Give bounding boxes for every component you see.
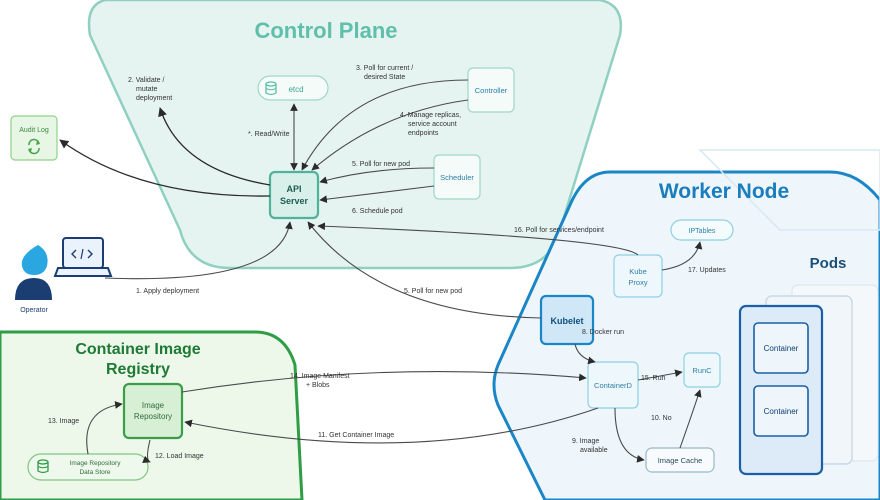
pods-title: Pods <box>810 255 847 272</box>
step-updates: 17. Updates <box>688 267 726 274</box>
user-avatar-icon <box>15 245 52 300</box>
step-scheduler-poll: 5. Poll for new pod <box>352 161 410 168</box>
containerd-label: ContainerD <box>594 381 633 390</box>
step-get-container-image: 11. Get Container Image <box>318 432 394 439</box>
kube-proxy-label-line1: Kube <box>629 267 647 276</box>
arrow-get-container-image <box>184 407 599 444</box>
kubelet-node[interactable]: Kubelet <box>539 294 595 346</box>
iptables-node[interactable]: IPTables <box>670 219 734 241</box>
registry-title-line1: Container Image <box>75 341 200 358</box>
controller-label: Controller <box>475 86 508 95</box>
data-store-node[interactable]: Image Repository Data Store <box>27 453 149 481</box>
step-image-available-line1: 9. Image <box>572 438 599 445</box>
image-cache-node[interactable]: Image Cache <box>645 447 715 473</box>
arrow-image-return <box>86 401 123 455</box>
arrow-poll-current-state <box>301 79 469 171</box>
operator-label: Operator <box>20 307 48 314</box>
kube-proxy-label-line2: Proxy <box>628 278 647 287</box>
image-cache-label: Image Cache <box>658 456 703 465</box>
image-repository-node[interactable]: Image Repository <box>122 382 184 440</box>
step-load-image: 12. Load Image <box>155 453 204 460</box>
step-kubelet-poll: 5. Poll for new pod <box>404 288 462 295</box>
etcd-label: etcd <box>288 85 303 94</box>
arrow-scheduler-poll <box>319 167 435 184</box>
control-plane-region <box>87 0 623 270</box>
image-repository-label-line1: Image <box>142 401 165 410</box>
step-schedule-pod: 6. Schedule pod <box>352 208 403 215</box>
scheduler-node[interactable]: Scheduler <box>433 154 481 200</box>
api-server-label-line1: API <box>286 184 301 194</box>
step-image-manifest-line2: + Blobs <box>306 382 330 389</box>
arrow-docker-run <box>574 343 596 365</box>
arrow-manage-replicas <box>311 99 469 171</box>
etcd-node[interactable]: etcd <box>257 75 329 101</box>
image-repository-label-line2: Repository <box>134 412 172 421</box>
arrow-validate-mutate <box>158 107 271 186</box>
container-2-label: Container <box>764 407 799 416</box>
arrows <box>59 79 703 463</box>
data-store-label-line2: Data Store <box>79 469 110 476</box>
step-manage-replicas-line3: endpoints <box>408 130 439 137</box>
step-validate-line1: 2. Validate / <box>128 77 165 84</box>
arrow-image-manifest <box>181 370 587 393</box>
database-icon <box>265 81 277 96</box>
arrow-run <box>637 369 683 381</box>
arrow-load-image <box>142 439 151 463</box>
container-1-label: Container <box>764 344 799 353</box>
refresh-icon <box>28 138 40 155</box>
audit-log-node[interactable]: Audit Log <box>10 115 58 161</box>
worker-node-title: Worker Node <box>659 180 789 203</box>
containerd-node[interactable]: ContainerD <box>587 361 639 409</box>
iptables-label: IPTables <box>689 228 716 235</box>
database-icon <box>37 459 49 474</box>
step-poll-current-line1: 3. Poll for current / <box>356 65 413 72</box>
registry-title-line2: Registry <box>106 361 170 378</box>
step-docker-run: 8. Docker run <box>582 329 624 336</box>
audit-log-label: Audit Log <box>19 127 49 134</box>
scheduler-label: Scheduler <box>440 173 474 182</box>
arrow-no <box>679 389 702 449</box>
runc-label: RunC <box>692 366 712 375</box>
runc-node[interactable]: RunC <box>683 352 721 388</box>
arrow-apply-deployment <box>104 221 293 280</box>
container-box-2[interactable]: Container <box>753 385 809 437</box>
arrow-updates <box>661 241 703 271</box>
step-image: 13. Image <box>48 418 79 425</box>
step-validate-line2: mutate <box>136 86 158 93</box>
step-no: 10. No <box>651 415 672 422</box>
container-box-1[interactable]: Container <box>753 322 809 374</box>
step-manage-replicas-line2: service account <box>408 121 457 128</box>
data-store-label-line1: Image Repository <box>70 460 122 467</box>
laptop-icon <box>53 237 113 277</box>
background-node-shape <box>698 149 880 231</box>
arrow-poll-services <box>317 222 639 256</box>
step-labels: 1. Apply deployment 2. Validate / mutate… <box>48 65 726 460</box>
controller-node[interactable]: Controller <box>467 67 515 113</box>
arrow-image-available <box>614 407 645 463</box>
kube-proxy-node[interactable]: Kube Proxy <box>613 254 663 298</box>
step-apply-deployment: 1. Apply deployment <box>136 288 199 295</box>
kubelet-label: Kubelet <box>550 316 583 326</box>
step-read-write: *. Read/Write <box>248 131 290 138</box>
control-plane-title: Control Plane <box>254 18 397 43</box>
step-image-manifest-line1: 14. Image Manifest <box>290 373 350 380</box>
step-image-available-line2: available <box>580 447 608 454</box>
api-server-label-line2: Server <box>280 196 309 206</box>
arrow-schedule-pod <box>319 185 435 203</box>
pods-stack <box>738 284 879 476</box>
api-server-node[interactable]: API Server <box>268 170 320 220</box>
step-run: 15. Run <box>641 375 666 382</box>
arrow-kubelet-poll <box>307 221 542 319</box>
step-poll-services: 16. Poll for services/endpoint <box>514 227 604 234</box>
step-validate-line3: deployment <box>136 95 172 102</box>
operator-figure: Operator <box>15 237 113 314</box>
step-poll-current-line2: desired State <box>364 74 405 81</box>
step-manage-replicas-line1: 4. Manage replicas, <box>400 112 461 119</box>
arrow-audit-log <box>59 139 271 197</box>
